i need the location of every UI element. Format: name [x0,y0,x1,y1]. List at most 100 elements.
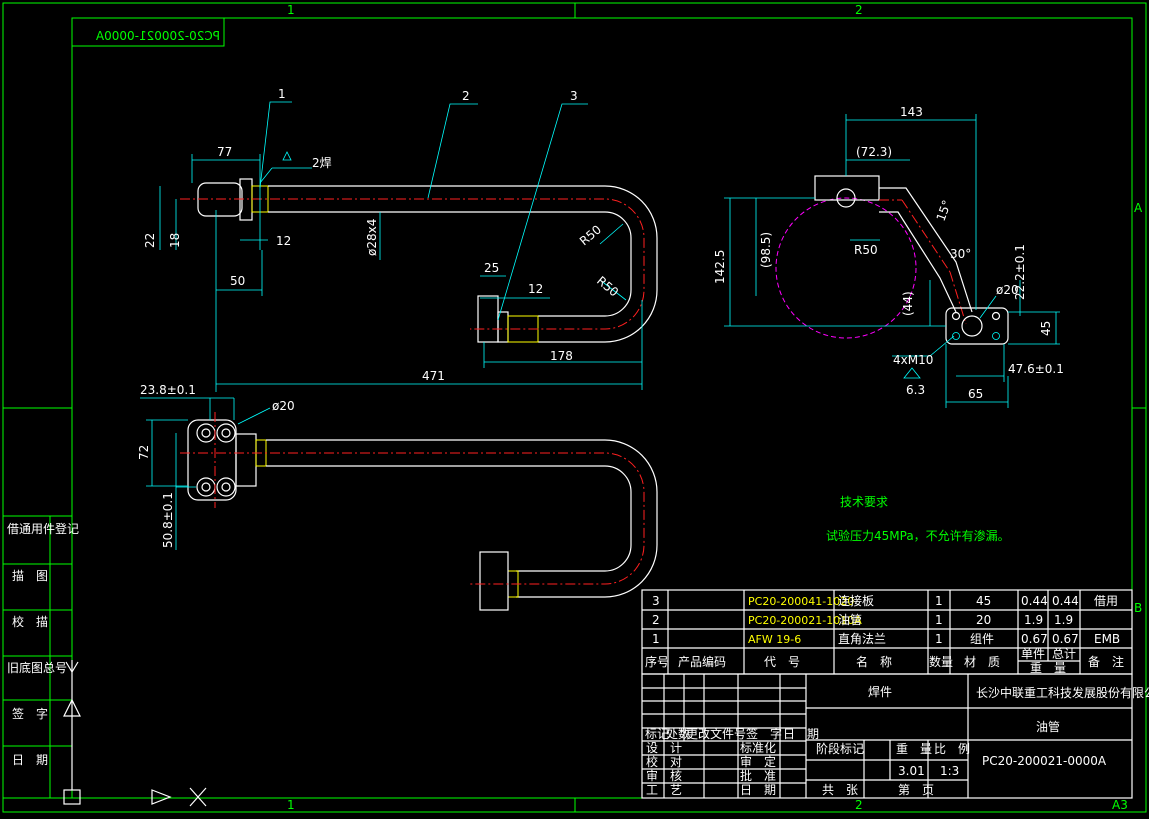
bom-r2-total: 0.67 [1052,632,1079,646]
dim-22-2: 22.2±0.1 [1013,244,1027,300]
ucs-icon [63,660,207,807]
front-view: 77 22 18 12 50 ø28x4 R50 R50 25 12 178 4… [143,87,658,392]
zone-col-1-top: 1 [287,3,295,17]
bom-r1-unit: 1.9 [1024,613,1043,627]
tb-mid-2: 批 准 [740,768,776,783]
tb-left-3: 工 艺 [646,783,682,797]
side-view: 143 (72.3) 142.5 (98.5) R50 15° 30° (44)… [713,105,1064,408]
bom-h-qty: 数量 [929,654,953,669]
bom-r2-no: 1 [652,632,660,646]
bom-r0-remark: 借用 [1094,594,1118,608]
sheet-size: A3 [1112,798,1128,812]
dim-142-5: 142.5 [713,250,727,284]
stage-h-0: 阶段标记 [816,741,864,756]
dim-4xm10: 4xM10 [893,353,933,367]
dim-r50-bottom: R50 [594,274,621,300]
dim-65: 65 [968,387,983,401]
zone-col-2-bottom: 2 [855,798,863,812]
bom-r0-unit: 0.44 [1021,594,1048,608]
weld-symbol-label: 2焊 [312,155,332,170]
zone-col-2-top: 2 [855,3,863,17]
stage-h-2: 比 例 [934,742,970,756]
mirrored-code-box: PC20-200021-0000A [71,17,225,47]
stage-h-1: 重 量 [896,742,932,756]
side-label-column: 借通用件登记 描 图 校 描 旧底图总号 签 字 日 期 [2,515,79,799]
dim-28x4: ø28x4 [365,219,379,256]
bom-r2-unit: 0.67 [1021,632,1048,646]
dim-45: 45 [1039,321,1053,336]
bom-h-no: 序号 [645,654,669,669]
bom-h-name: 名 称 [856,654,892,669]
bom-r0-mat: 45 [976,594,991,608]
tb-left-2: 审 核 [646,768,682,783]
bom-r2-code: AFW 19-6 [748,633,801,646]
side-label-5: 日 期 [12,753,48,767]
bom-r2-name: 直角法兰 [838,632,886,646]
rev-h-0: 标记 [645,727,669,741]
dim-77: 77 [217,145,232,159]
rev-h-4: 日 期 [783,727,819,741]
bom-h-code: 产品编码 [678,654,726,669]
dim-30deg: 30° [950,247,971,261]
dim-44: (44) [901,291,915,316]
dim-15deg: 15° [934,198,954,223]
rev-h-1: 处数 [666,726,690,741]
tb-left-0: 设 计 [646,741,682,755]
bom-h-unit: 单件 [1021,647,1045,661]
callout-1: 1 [278,87,286,101]
mirrored-code-text: PC20-200021-0000A [95,29,220,43]
side-label-3: 旧底图总号 [7,660,67,675]
bom-r1-name: 油管 [838,612,862,627]
zone-row-a: A [1134,201,1143,215]
rev-h-2: 更改文件号 [686,726,746,741]
dim-dia20-top: ø20 [272,399,295,413]
zone-row-b: B [1134,601,1142,615]
bom-r1-total: 1.9 [1054,613,1073,627]
bom-table: 3 PC20-200041-1020 连接板 1 45 0.44 0.44 借用… [641,589,1133,675]
dim-12-top: 12 [276,234,291,248]
bom-h-remark: 备 注 [1088,654,1124,669]
dim-12-bottom: 12 [528,282,543,296]
dim-18: 18 [168,233,182,248]
dim-47-6: 47.6±0.1 [1008,362,1064,376]
tb-sheets-total: 共 张 [822,783,858,797]
tb-company: 长沙中联重工科技发展股份有限公司 [976,685,1149,700]
rev-h-3: 签 字 [746,726,782,741]
tb-mid-0: 标准化 [740,741,776,755]
callout-2: 2 [462,89,470,103]
dim-471: 471 [422,369,445,383]
dim-23-8: 23.8±0.1 [140,383,196,397]
dim-98-5: (98.5) [759,232,773,268]
side-label-2: 校 描 [12,614,48,629]
side-label-1: 描 图 [12,569,48,583]
tb-mid-1: 审 定 [740,754,776,769]
bom-r2-remark: EMB [1094,632,1120,646]
dim-178: 178 [550,349,573,363]
dim-50-8: 50.8±0.1 [161,492,175,548]
tb-drawing-no: PC20-200021-0000A [982,754,1107,768]
side-label-0: 借通用件登记 [7,521,79,536]
tb-assembly: 焊件 [868,684,892,699]
tb-mid-3: 日 期 [740,783,776,797]
bom-h-weight: 重 量 [1030,661,1066,675]
dim-6-3: 6.3 [906,383,925,397]
tb-scale: 1:3 [940,764,959,778]
bom-r0-name: 连接板 [838,593,874,608]
bom-h-daihao: 代 号 [764,655,800,669]
bom-r2-mat: 组件 [970,632,994,646]
bom-r0-code: PC20-200041-1020 [748,595,854,608]
tech-req-text: 试验压力45MPa，不允许有渗漏。 [826,528,1010,543]
tb-part-name: 油管 [1036,719,1060,734]
bom-h-total: 总计 [1052,647,1076,661]
dim-22: 22 [143,233,157,248]
tb-left-1: 校 对 [646,754,682,769]
bom-h-mat: 材 质 [964,655,1000,669]
bom-r1-mat: 20 [976,613,991,627]
tech-req-title: 技术要求 [840,495,888,509]
technical-requirements: 技术要求 试验压力45MPa，不允许有渗漏。 [826,495,1010,543]
bom-r0-no: 3 [652,594,660,608]
dim-143: 143 [900,105,923,119]
zone-col-1-bottom: 1 [287,798,295,812]
